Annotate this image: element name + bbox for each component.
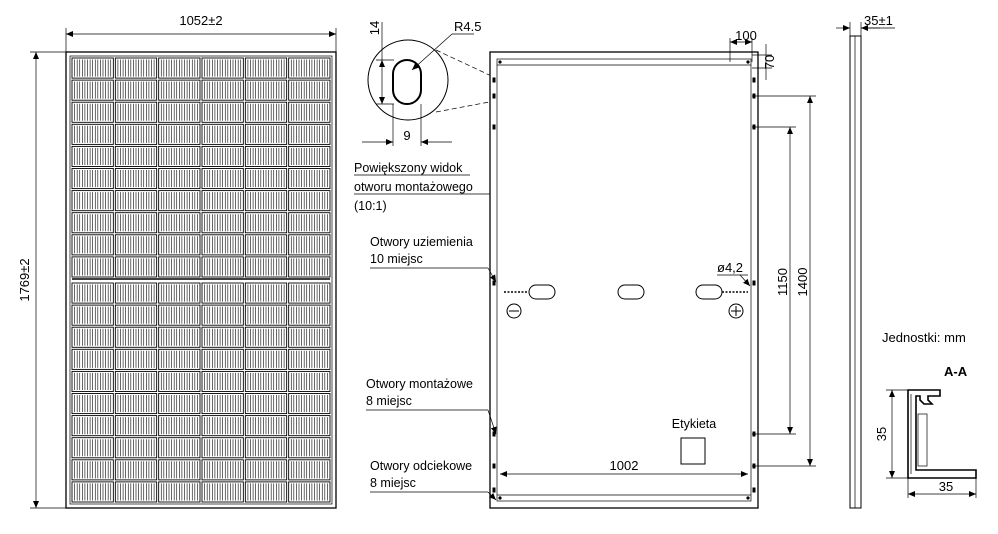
- detail-caption-line-1: Powiększony widok: [354, 161, 463, 175]
- detail-caption-line-3: (10:1): [354, 199, 387, 213]
- front-view: 1052±2 1769±2: [17, 13, 337, 509]
- callout-grounding-2: 10 miejsc: [370, 252, 423, 266]
- drain-hole: [498, 60, 502, 64]
- solar-cell-grid: [71, 57, 331, 503]
- frame-hole: [492, 77, 496, 83]
- frame-hole: [752, 280, 756, 286]
- rear-dim-1002: 1002: [610, 458, 639, 473]
- rear-view: 100 70 1150 1400 1002 ø4,2 Etykieta: [489, 28, 816, 509]
- section-title: A-A: [944, 364, 968, 379]
- hole-detail-view: R4.5 14 9 Powiększony widok otworu monta…: [354, 19, 507, 213]
- detail-radius: R4.5: [454, 19, 481, 34]
- section-a-a: A-A 35 35: [874, 364, 977, 498]
- rear-hole-diameter: ø4,2: [717, 260, 743, 275]
- rear-dim-1400: 1400: [795, 268, 810, 297]
- detail-height: 14: [367, 21, 382, 35]
- section-height-dim: 35: [874, 427, 889, 441]
- side-view: 35±1 Jednostki: mm: [836, 13, 966, 509]
- frame-hole: [752, 77, 756, 83]
- frame-hole: [492, 280, 496, 286]
- detail-width: 9: [403, 128, 410, 143]
- drain-hole: [746, 60, 750, 64]
- drain-hole: [498, 496, 502, 500]
- frame-hole: [752, 487, 756, 493]
- units-note: Jednostki: mm: [882, 330, 966, 345]
- frame-hole: [492, 463, 496, 469]
- side-thickness-dim: 35±1: [864, 13, 893, 28]
- frame-hole: [492, 431, 496, 437]
- callouts: Otwory uziemienia 10 miejsc Otwory monta…: [366, 235, 497, 501]
- callout-drain-2: 8 miejsc: [370, 476, 416, 490]
- frame-hole: [492, 93, 496, 99]
- callout-grounding-1: Otwory uziemienia: [370, 235, 473, 249]
- rear-dim-100: 100: [735, 28, 757, 43]
- drain-hole: [746, 496, 750, 500]
- frame-hole: [492, 487, 496, 493]
- front-width-dim: 1052±2: [179, 13, 222, 28]
- rear-dim-1150: 1150: [775, 268, 790, 296]
- rear-dim-70: 70: [762, 55, 777, 69]
- callout-mounting-1: Otwory montażowe: [366, 377, 473, 391]
- frame-hole: [492, 124, 496, 130]
- callout-drain-1: Otwory odciekowe: [370, 459, 472, 473]
- section-width-dim: 35: [939, 479, 953, 494]
- label-box-text: Etykieta: [672, 417, 717, 431]
- callout-mounting-2: 8 miejsc: [366, 394, 412, 408]
- detail-caption-line-2: otworu montażowego: [354, 180, 473, 194]
- front-height-dim: 1769±2: [17, 258, 32, 301]
